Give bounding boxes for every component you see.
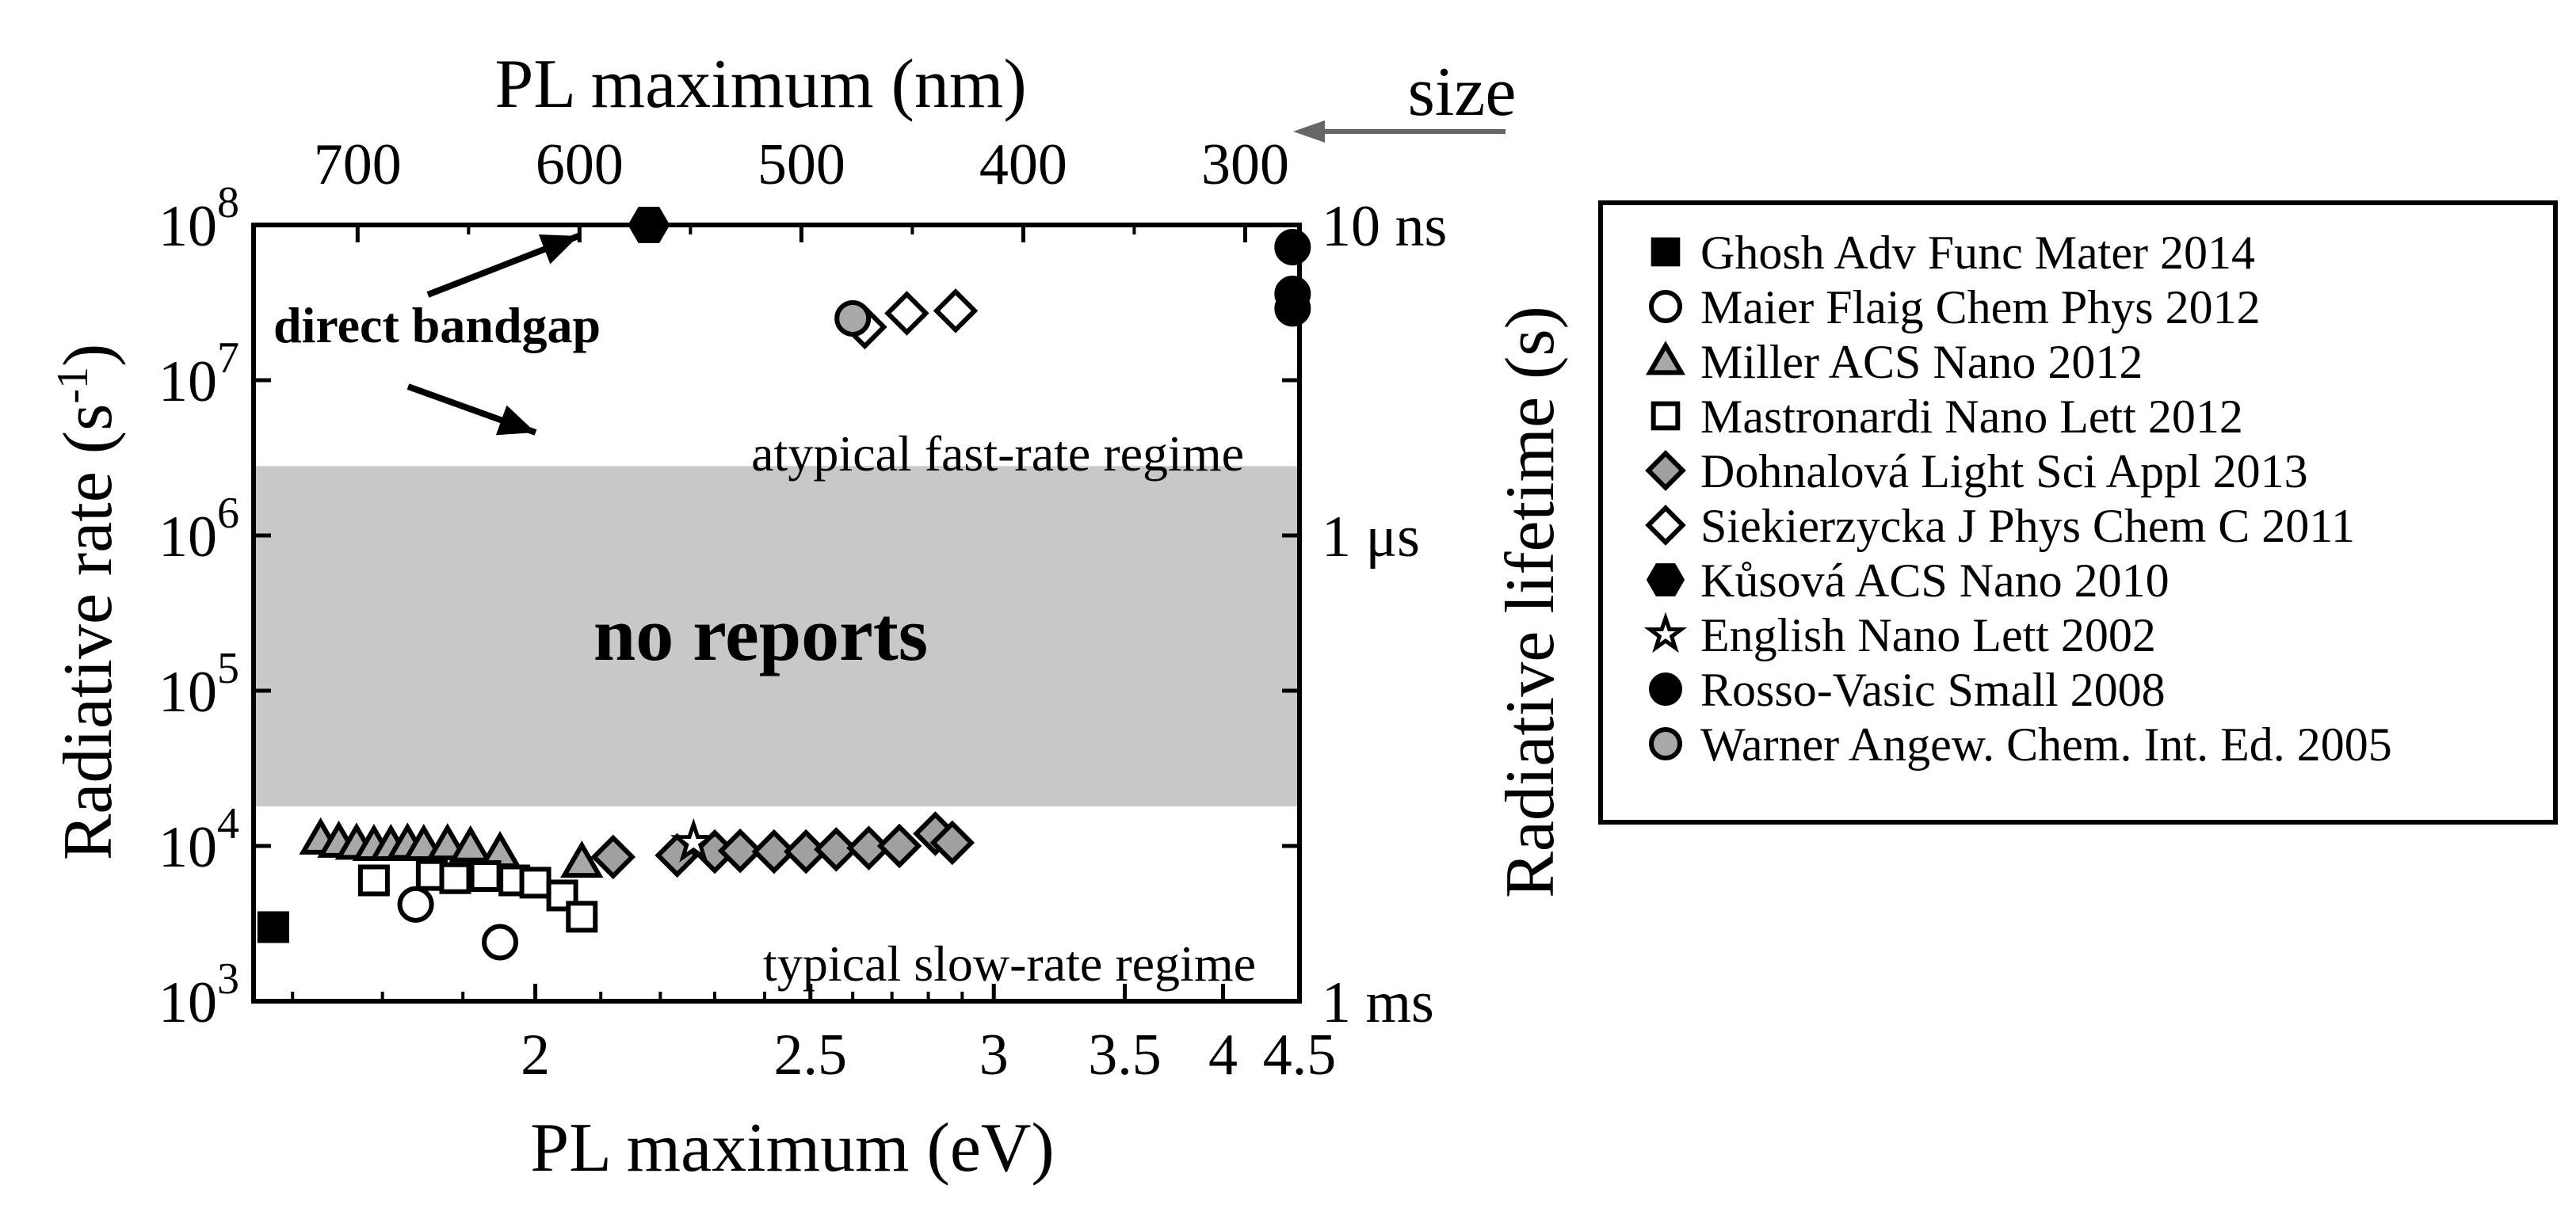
y2-tick-label: 10 ns (1322, 194, 1447, 259)
no-reports-label: no reports (593, 592, 928, 676)
data-point-series-3 (519, 867, 551, 899)
y-tick-label: 105 (158, 644, 239, 725)
legend-label-7: English Nano Lett 2002 (1700, 609, 2156, 661)
y-tick-exp: 6 (217, 489, 239, 538)
y2-tick-label: 1 μs (1322, 505, 1420, 570)
y-tick-label: 104 (158, 799, 239, 880)
legend-label-3: Mastronardi Nano Lett 2012 (1700, 391, 2243, 443)
legend-marker-1 (1649, 290, 1682, 323)
data-point-series-4 (717, 828, 763, 874)
y2-tick-label: 1 ms (1322, 970, 1434, 1035)
y-axis-title-close: ) (50, 344, 127, 367)
y-tick-label: 108 (158, 178, 239, 259)
y-tick-label: 103 (158, 954, 239, 1035)
arrow-upper-head (538, 234, 578, 265)
y-tick-base: 10 (158, 194, 217, 259)
x2-tick-label: 600 (536, 132, 624, 197)
x-tick-label: 4 (1208, 1023, 1238, 1088)
x-tick-label: 2.5 (774, 1023, 848, 1088)
y-tick-exp: 7 (217, 333, 239, 383)
legend-label-5: Siekierzycka J Phys Chem C 2011 (1700, 500, 2355, 552)
x2-tick-label: 500 (758, 132, 845, 197)
plot-frame (251, 223, 1302, 1004)
legend-marker-5 (1645, 505, 1686, 546)
data-point-series-4 (876, 823, 922, 869)
y-tick-base: 10 (158, 349, 217, 414)
region-layer: no reports (254, 466, 1299, 806)
data-point-series-3 (469, 859, 502, 892)
slow-rate-label: typical slow-rate regime (763, 935, 1256, 992)
data-point-series-7 (670, 818, 717, 863)
direct-bandgap-label: direct bandgap (273, 297, 601, 353)
data-point-series-9 (834, 300, 872, 337)
legend-box (1598, 200, 2558, 825)
y-tick-exp: 8 (217, 178, 239, 227)
y-tick-base: 10 (158, 815, 217, 880)
data-point-series-4 (814, 827, 859, 872)
x-tick-label: 3.5 (1088, 1023, 1162, 1088)
legend-marker-0 (1651, 237, 1681, 267)
data-point-series-3 (566, 901, 598, 933)
y-axis-title-main: Radiative rate (s (50, 404, 127, 861)
legend-label-8: Rosso-Vasic Small 2008 (1700, 664, 2166, 716)
y-tick-base: 10 (158, 970, 217, 1035)
data-point-series-6 (628, 207, 670, 243)
data-point-series-3 (357, 864, 390, 897)
data-point-series-4 (751, 829, 797, 874)
legend-label-4: Dohnalová Light Sci Appl 2013 (1700, 445, 2308, 497)
data-point-series-1 (482, 924, 519, 961)
legend-label-9: Warner Angew. Chem. Int. Ed. 2005 (1700, 718, 2392, 771)
data-point-series-8 (1274, 228, 1311, 265)
legend-marker-6 (1646, 563, 1685, 596)
y-tick-exp: 4 (217, 799, 239, 848)
x2-tick-label: 700 (314, 132, 402, 197)
data-point-series-3 (439, 862, 471, 894)
legend-label-6: Kůsová ACS Nano 2010 (1700, 554, 2170, 607)
data-point-series-2 (448, 825, 492, 863)
data-point-series-5 (933, 288, 979, 333)
legend-label-0: Ghosh Adv Func Mater 2014 (1700, 227, 2255, 279)
data-point-series-1 (397, 886, 434, 923)
legend-marker-8 (1649, 672, 1682, 706)
x-tick-label: 2 (521, 1023, 550, 1088)
data-point-series-4 (929, 820, 975, 866)
data-point-series-5 (884, 291, 929, 336)
y-axis-title: Radiative rate (s-1) (48, 344, 127, 861)
legend-label-1: Maier Flaig Chem Phys 2012 (1700, 281, 2261, 333)
x-tick-label: 3 (979, 1023, 1009, 1088)
legend-marker-4 (1645, 450, 1686, 491)
y-tick-base: 10 (158, 505, 217, 570)
legend-marker-7 (1643, 612, 1688, 653)
annotation-layer: direct bandgap atypical fast-rate regime t… (273, 120, 1506, 992)
arrow-lower-head (495, 405, 536, 436)
y2-axis-title: Radiative lifetime (s) (1492, 306, 1569, 898)
size-label: size (1408, 54, 1517, 131)
x2-tick-label: 400 (979, 132, 1067, 197)
x-axis-title: PL maximum (eV) (530, 1110, 1055, 1187)
y-tick-exp: 3 (217, 954, 239, 1004)
legend-label-2: Miller ACS Nano 2012 (1700, 336, 2143, 388)
x2-tick-label: 300 (1201, 132, 1289, 197)
y-tick-label: 107 (158, 333, 239, 414)
x2-axis-title: PL maximum (nm) (494, 46, 1026, 123)
data-point-series-8 (1274, 290, 1311, 327)
fast-rate-label: atypical fast-rate regime (751, 425, 1244, 482)
data-point-series-0 (257, 911, 289, 943)
y-tick-label: 106 (158, 489, 239, 570)
legend-marker-3 (1651, 401, 1681, 431)
y-tick-base: 10 (158, 660, 217, 725)
size-arrow-head (1293, 120, 1325, 143)
data-point-series-2 (560, 840, 604, 878)
data-point-series-4 (590, 834, 636, 880)
marker-layer (257, 207, 1311, 961)
y-tick-exp: 5 (217, 644, 239, 693)
no-reports-region (254, 466, 1299, 806)
legend-marker-2 (1645, 341, 1686, 375)
x-tick-label: 4.5 (1263, 1023, 1337, 1088)
legend-marker-9 (1649, 727, 1682, 760)
y-axis-title-sup: -1 (48, 367, 97, 404)
